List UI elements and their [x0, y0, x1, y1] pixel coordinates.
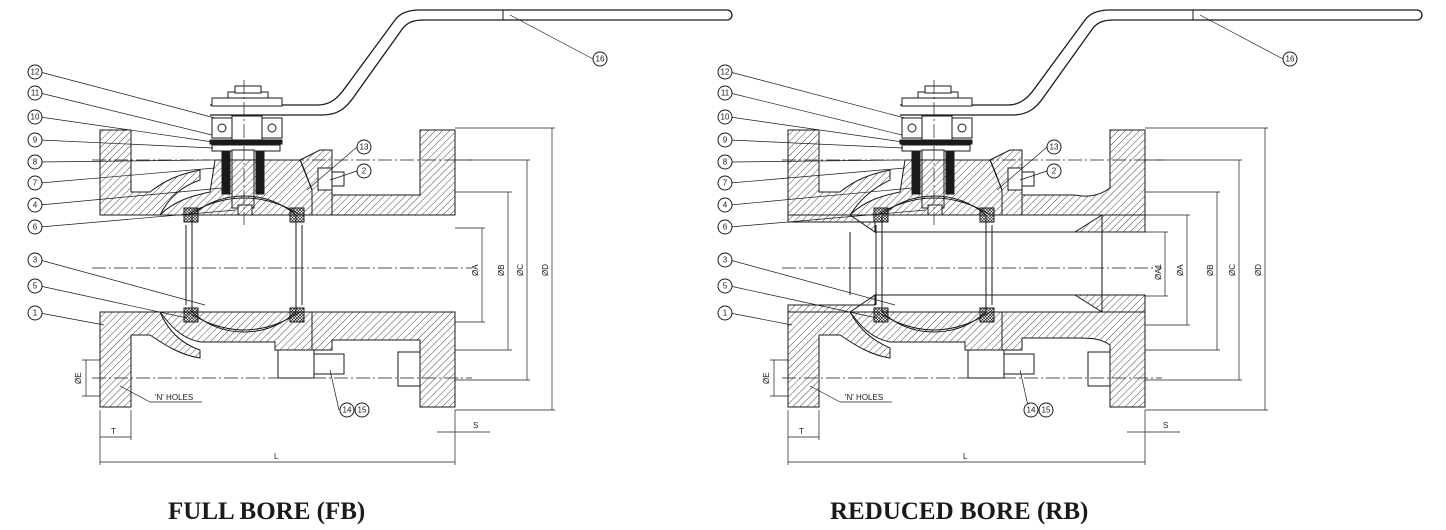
- callout-16: 16: [1282, 51, 1298, 67]
- caption-reduced-bore: REDUCED BORE (RB): [830, 498, 1089, 525]
- dim-dia-e: ØE: [762, 372, 771, 384]
- dim-dia-a: ØA: [1176, 264, 1185, 276]
- callout-15: 15: [354, 402, 370, 418]
- dim-dia-a: ØA: [471, 264, 480, 276]
- dim-dia-d: ØD: [541, 264, 550, 276]
- svg-text:10: 10: [721, 113, 730, 122]
- callout-5: 5: [27, 278, 43, 294]
- svg-text:4: 4: [33, 201, 38, 210]
- full-bore-view: ØA ØB ØC ØD ØE T L S 'N' HOLES: [27, 9, 733, 465]
- dim-thickness: T: [111, 427, 116, 436]
- svg-text:11: 11: [31, 89, 40, 98]
- callout-4: 4: [717, 197, 733, 213]
- callout-6: 6: [27, 219, 43, 235]
- callout-14: 14: [1023, 402, 1039, 418]
- svg-text:16: 16: [596, 55, 605, 64]
- callout-7: 7: [717, 175, 733, 191]
- caption-full-bore: FULL BORE (FB): [168, 498, 366, 525]
- svg-text:1: 1: [33, 309, 38, 318]
- svg-text:1: 1: [723, 309, 728, 318]
- callout-2: 2: [1046, 163, 1062, 179]
- callout-3: 3: [27, 252, 43, 268]
- callout-15: 15: [1038, 402, 1054, 418]
- dim-dia-b: ØB: [1206, 264, 1215, 276]
- dim-dia-c: ØC: [516, 264, 525, 276]
- callout-16: 16: [592, 51, 608, 67]
- svg-text:2: 2: [1052, 167, 1057, 176]
- reduced-bore-view: ØA1 ØA ØB ØC ØD ØE T L S 'N' HOLES: [717, 9, 1423, 465]
- callout-11: 11: [27, 85, 43, 101]
- callout-5: 5: [717, 278, 733, 294]
- svg-text:6: 6: [33, 223, 38, 232]
- callout-8: 8: [717, 154, 733, 170]
- svg-text:15: 15: [358, 406, 367, 415]
- svg-text:9: 9: [723, 136, 728, 145]
- svg-text:3: 3: [33, 256, 38, 265]
- svg-text:2: 2: [362, 167, 367, 176]
- callout-13: 13: [356, 139, 372, 155]
- callout-4: 4: [27, 197, 43, 213]
- svg-text:14: 14: [343, 406, 352, 415]
- dim-length: L: [274, 452, 279, 461]
- dim-thickness: T: [799, 427, 804, 436]
- callout-14: 14: [339, 402, 355, 418]
- callouts-reduced-bore: 12 11 10 9 8 7 4 6 3 5 1 13 2 14 15 16: [717, 51, 1298, 418]
- svg-text:9: 9: [33, 136, 38, 145]
- callout-10: 10: [27, 109, 43, 125]
- callout-2: 2: [356, 163, 372, 179]
- svg-text:8: 8: [33, 158, 38, 167]
- callout-9: 9: [717, 132, 733, 148]
- svg-text:14: 14: [1027, 406, 1036, 415]
- svg-text:6: 6: [723, 223, 728, 232]
- callout-11: 11: [717, 85, 733, 101]
- dim-dia-b: ØB: [497, 264, 506, 276]
- holes-note: 'N' HOLES: [155, 393, 193, 402]
- svg-text:5: 5: [723, 282, 728, 291]
- callout-9: 9: [27, 132, 43, 148]
- svg-text:3: 3: [723, 256, 728, 265]
- callout-12: 12: [27, 64, 43, 80]
- svg-text:13: 13: [1050, 143, 1059, 152]
- callout-13: 13: [1046, 139, 1062, 155]
- dim-raised-face: S: [1163, 421, 1168, 430]
- svg-text:15: 15: [1042, 406, 1051, 415]
- dim-raised-face: S: [473, 421, 478, 430]
- dim-dia-c: ØC: [1228, 264, 1237, 276]
- svg-text:11: 11: [721, 89, 730, 98]
- callout-1: 1: [27, 305, 43, 321]
- callout-7: 7: [27, 175, 43, 191]
- svg-text:4: 4: [723, 201, 728, 210]
- svg-text:7: 7: [723, 179, 728, 188]
- dim-dia-a1: ØA1: [1154, 263, 1163, 280]
- svg-text:10: 10: [31, 113, 40, 122]
- callout-12: 12: [717, 64, 733, 80]
- callouts-full-bore: 12 11 10 9 8 7 4 6 3 5 1 13 2 14 15 16: [27, 51, 608, 418]
- dim-dia-d: ØD: [1254, 264, 1263, 276]
- callout-8: 8: [27, 154, 43, 170]
- svg-text:5: 5: [33, 282, 38, 291]
- callout-6: 6: [717, 219, 733, 235]
- svg-text:7: 7: [33, 179, 38, 188]
- svg-text:16: 16: [1286, 55, 1295, 64]
- callout-3: 3: [717, 252, 733, 268]
- holes-note: 'N' HOLES: [845, 393, 883, 402]
- callout-10: 10: [717, 109, 733, 125]
- callout-1: 1: [717, 305, 733, 321]
- dim-length: L: [963, 452, 968, 461]
- dim-dia-e: ØE: [74, 372, 83, 384]
- svg-text:12: 12: [31, 68, 40, 77]
- svg-text:13: 13: [360, 143, 369, 152]
- svg-text:12: 12: [721, 68, 730, 77]
- svg-text:8: 8: [723, 158, 728, 167]
